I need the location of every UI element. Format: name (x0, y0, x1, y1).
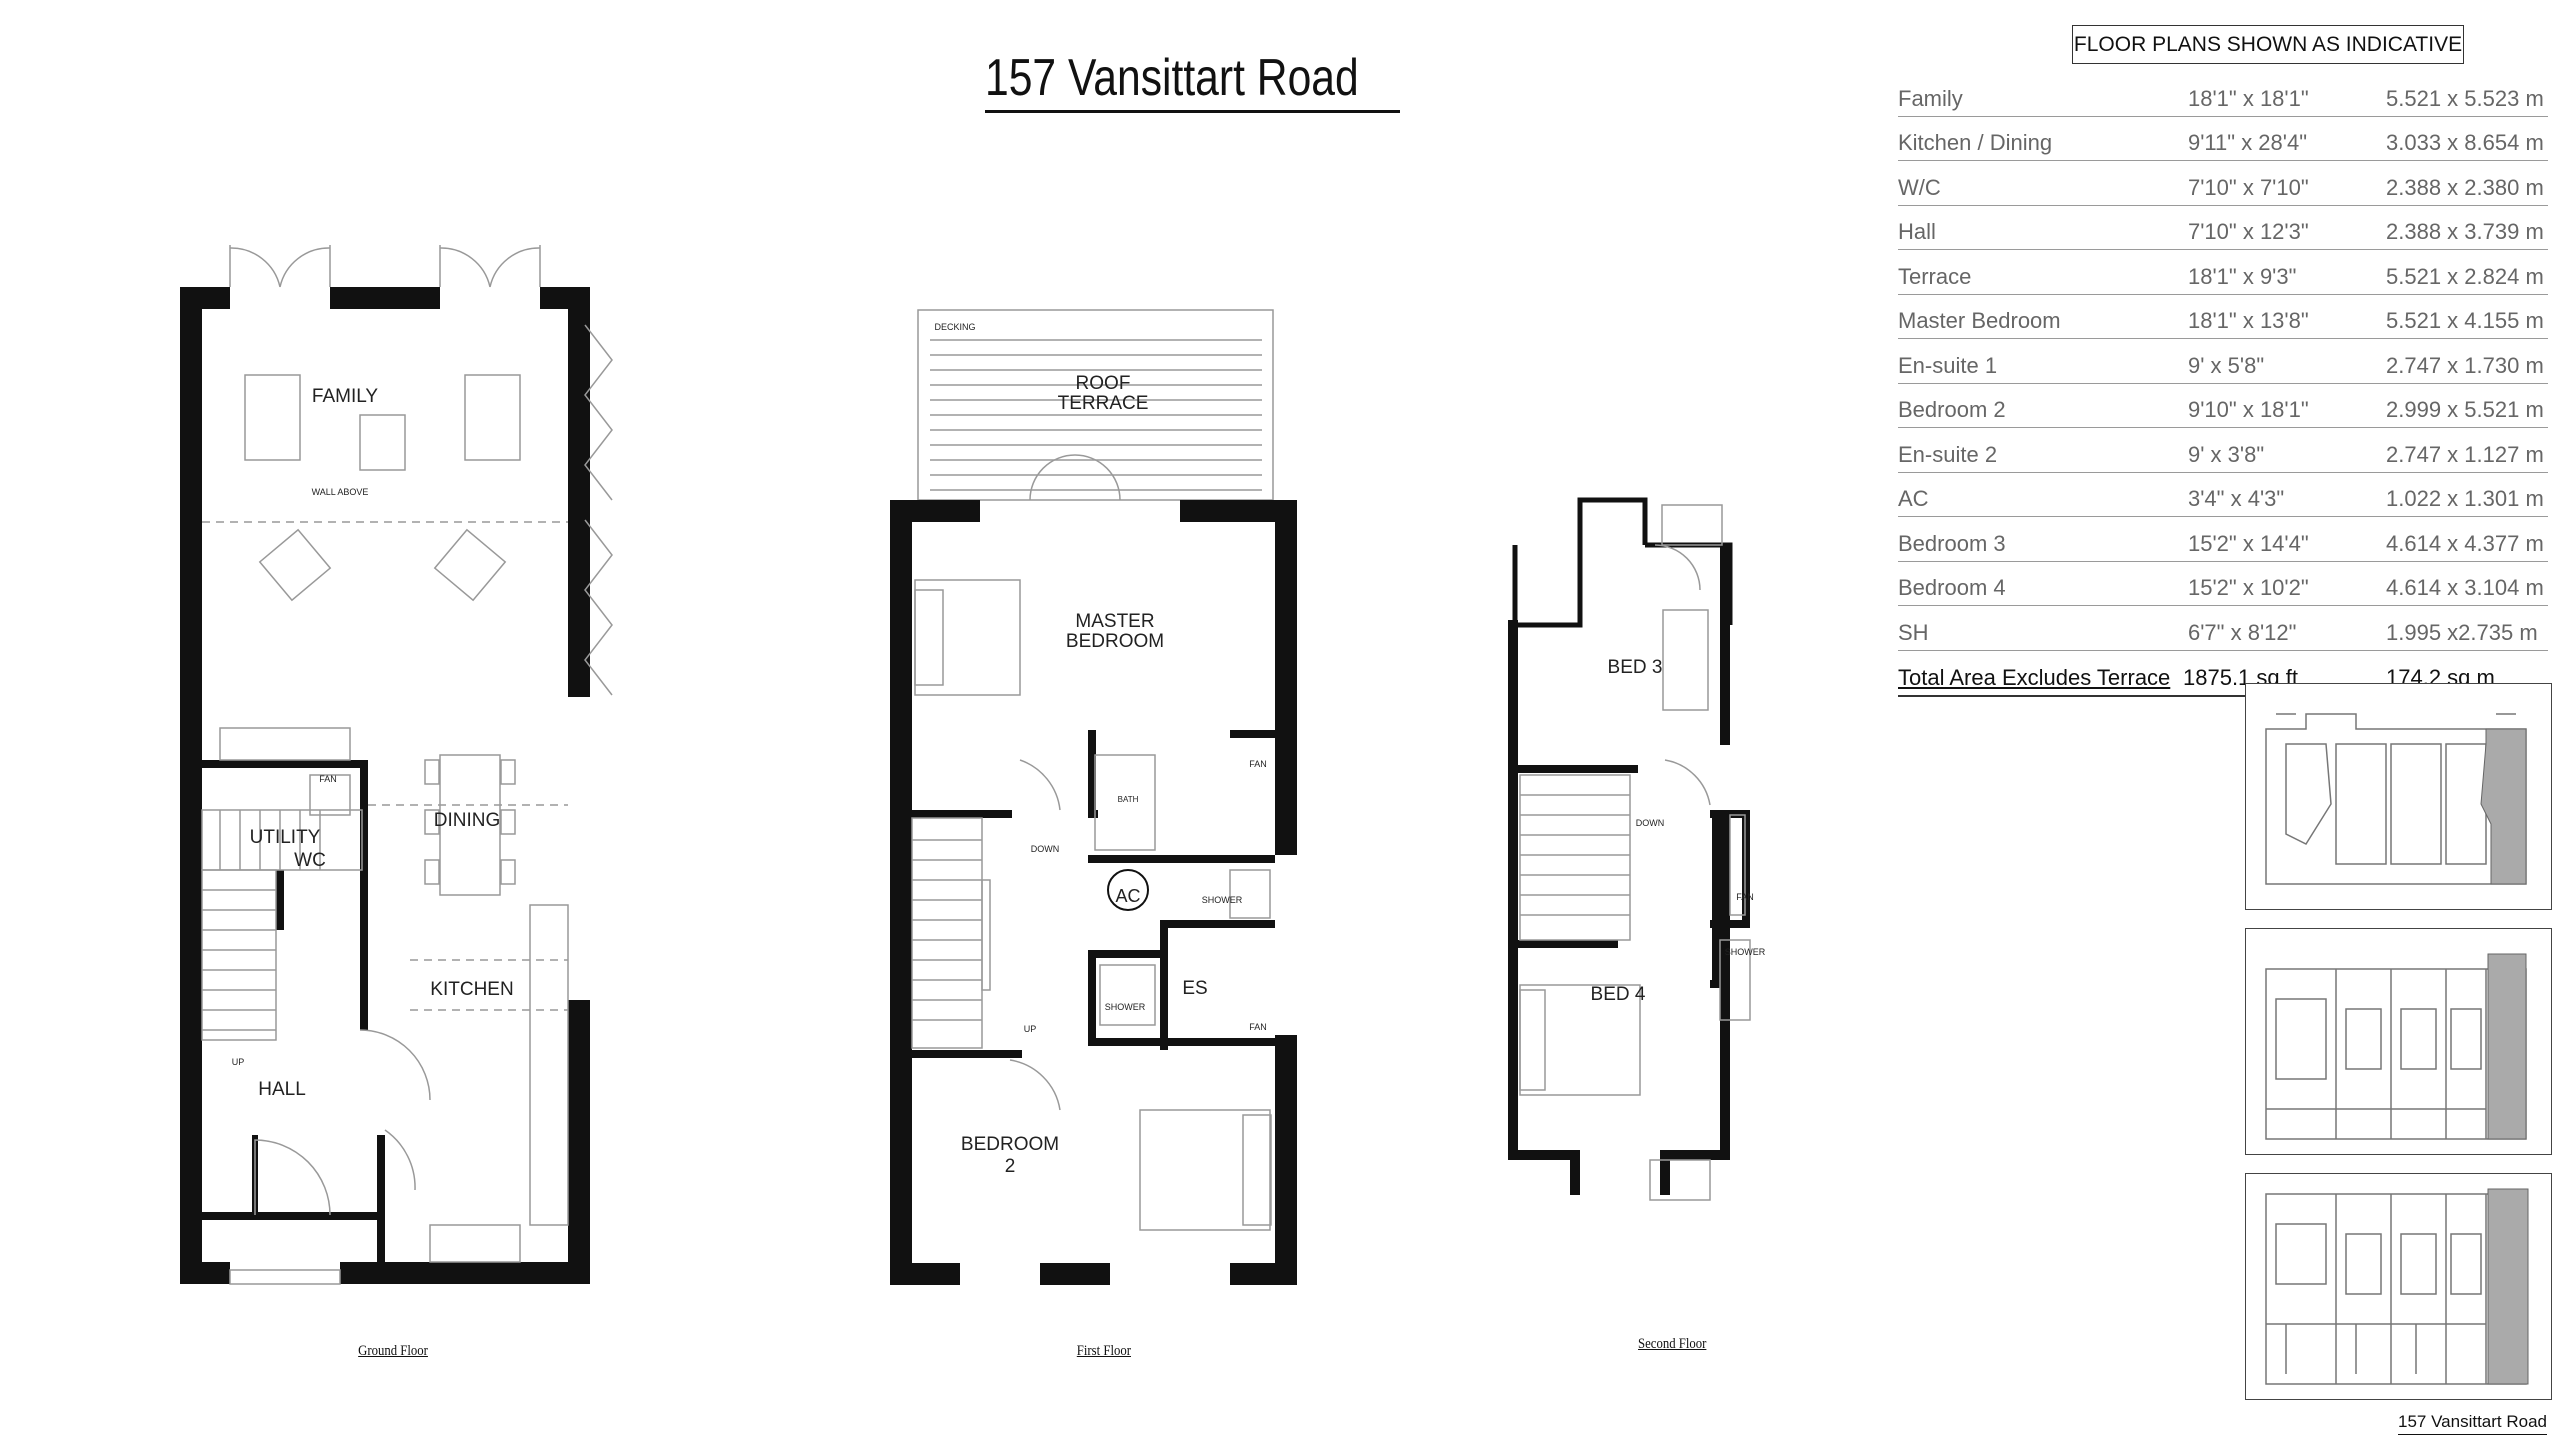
schedule-row: En-suite 2 9' x 3'8" 2.747 x 1.127 m (1898, 428, 2548, 473)
first-floor-label: First Floor (1076, 1343, 1131, 1359)
room-label: BATH (1118, 795, 1139, 804)
room-imperial: 3'4" x 4'3" (2188, 486, 2285, 511)
room-imperial: 15'2" x 14'4" (2188, 530, 2309, 556)
room-name: Family (1898, 85, 1963, 111)
schedule-row: W/C 7'10" x 7'10" 2.388 x 2.380 m (1898, 161, 2548, 206)
room-label: BEDROOM (961, 1134, 1059, 1155)
room-metric: 2.747 x 1.730 m (2386, 352, 2544, 378)
room-name: Bedroom 3 (1898, 530, 2006, 556)
room-label: FAMILY (312, 386, 378, 407)
thumbnail-caption: 157 Vansittart Road (2398, 1412, 2547, 1435)
room-imperial: 18'1" x 9'3" (2188, 263, 2297, 289)
schedule-row: Bedroom 4 15'2" x 10'2" 4.614 x 3.104 m (1898, 562, 2548, 606)
room-metric: 5.521 x 2.824 m (2386, 263, 2544, 289)
plan-note: UP (232, 1057, 245, 1067)
room-label: BED 3 (1608, 657, 1663, 678)
plan-note: DOWN (1031, 844, 1060, 854)
ground-floor-label: Ground Floor (358, 1343, 428, 1359)
page-title: 157 Vansittart Road (985, 49, 1359, 107)
room-name: Hall (1898, 219, 1936, 244)
room-name: En-suite 1 (1898, 352, 1998, 378)
room-label: BED 4 (1591, 984, 1646, 1005)
room-name: Kitchen / Dining (1898, 130, 2053, 155)
floor-plans: FAMILY DINING UTILITY WC KITCHEN HALL RO… (180, 245, 1766, 1285)
room-imperial: 15'2" x 10'2" (2188, 575, 2309, 600)
title-underline (985, 110, 1400, 113)
room-imperial: 6'7" x 8'12" (2188, 619, 2297, 645)
plan-note: FAN (1249, 759, 1267, 769)
room-metric: 2.747 x 1.127 m (2386, 441, 2544, 467)
indicative-notice: FLOOR PLANS SHOWN AS INDICATIVE (2072, 25, 2464, 64)
room-label: TERRACE (1058, 393, 1149, 414)
total-label: Total Area Excludes Terrace (1898, 664, 2171, 690)
room-label: UTILITY (250, 827, 321, 848)
plan-note: FAN (319, 774, 337, 784)
second-floor-plan (1508, 497, 1751, 1201)
room-name: Master Bedroom (1898, 308, 2061, 333)
site-plan-thumbnail (2245, 683, 2552, 910)
ground-floor-thumbnail (2245, 1173, 2552, 1400)
room-name: Bedroom 4 (1898, 575, 2006, 600)
plan-note: FAN (1736, 892, 1754, 902)
room-label: WC (294, 850, 326, 871)
room-label: 2 (1005, 1156, 1016, 1177)
room-name: W/C (1898, 174, 1941, 200)
first-floor-thumbnail (2245, 928, 2552, 1155)
room-label: KITCHEN (430, 979, 513, 1000)
room-metric: 1.995 x2.735 m (2386, 619, 2538, 645)
plan-note: DOWN (1636, 818, 1665, 828)
room-metric: 4.614 x 4.377 m (2386, 530, 2544, 556)
schedule-row: Hall 7'10" x 12'3" 2.388 x 3.739 m (1898, 206, 2548, 250)
first-floor-plan (890, 309, 1297, 1285)
room-name: Bedroom 2 (1898, 397, 2006, 422)
room-label: DINING (434, 810, 501, 831)
second-floor-label: Second Floor (1638, 1336, 1707, 1352)
room-metric: 3.033 x 8.654 m (2386, 130, 2544, 155)
room-imperial: 9'10" x 18'1" (2188, 397, 2309, 422)
room-metric: 2.388 x 3.739 m (2386, 219, 2544, 244)
room-imperial: 18'1" x 13'8" (2188, 308, 2309, 333)
schedule-row: Bedroom 3 15'2" x 14'4" 4.614 x 4.377 m (1898, 517, 2548, 562)
schedule-row: SH 6'7" x 8'12" 1.995 x2.735 m (1898, 606, 2548, 651)
plan-note: WALL ABOVE (312, 487, 369, 497)
room-schedule: Family 18'1" x 18'1" 5.521 x 5.523 m Kitch… (1898, 72, 2548, 697)
room-label: ES (1182, 978, 1207, 999)
room-metric: 5.521 x 4.155 m (2386, 308, 2544, 333)
schedule-row: Family 18'1" x 18'1" 5.521 x 5.523 m (1898, 72, 2548, 117)
room-metric: 5.521 x 5.523 m (2386, 85, 2544, 111)
plan-note: DECKING (934, 322, 975, 332)
room-metric: 4.614 x 3.104 m (2386, 575, 2544, 600)
room-label: HALL (258, 1079, 306, 1100)
ground-floor-plan (180, 245, 613, 1285)
room-name: Terrace (1898, 263, 1972, 289)
room-name: En-suite 2 (1898, 441, 1998, 467)
room-label: BEDROOM (1066, 631, 1164, 652)
schedule-row: En-suite 1 9' x 5'8" 2.747 x 1.730 m (1898, 339, 2548, 384)
room-label: AC (1115, 886, 1140, 906)
schedule-row: AC 3'4" x 4'3" 1.022 x 1.301 m (1898, 473, 2548, 517)
room-metric: 2.388 x 2.380 m (2386, 174, 2544, 200)
room-imperial: 9'11" x 28'4" (2188, 130, 2308, 155)
plan-note: FAN (1249, 1022, 1267, 1032)
room-metric: 1.022 x 1.301 m (2386, 486, 2544, 511)
room-label: SHOWER (1202, 895, 1243, 905)
plan-note: UP (1024, 1024, 1037, 1034)
schedule-row: Bedroom 2 9'10" x 18'1" 2.999 x 5.521 m (1898, 384, 2548, 428)
room-metric: 2.999 x 5.521 m (2386, 397, 2544, 422)
room-name: AC (1898, 486, 1929, 511)
room-imperial: 7'10" x 12'3" (2188, 219, 2309, 244)
schedule-row: Kitchen / Dining 9'11" x 28'4" 3.033 x 8.6… (1898, 117, 2548, 161)
plan-note: SHOWER (1725, 947, 1766, 957)
room-imperial: 9' x 5'8" (2188, 352, 2265, 378)
schedule-row: Master Bedroom 18'1" x 13'8" 5.521 x 4.155… (1898, 295, 2548, 339)
room-label: ROOF (1076, 373, 1131, 394)
room-imperial: 7'10" x 7'10" (2188, 174, 2309, 200)
room-imperial: 9' x 3'8" (2188, 441, 2265, 467)
schedule-row: Terrace 18'1" x 9'3" 5.521 x 2.824 m (1898, 250, 2548, 295)
room-name: SH (1898, 619, 1929, 645)
plan-note: SHOWER (1105, 1002, 1146, 1012)
room-imperial: 18'1" x 18'1" (2188, 85, 2309, 111)
room-label: MASTER (1075, 611, 1154, 632)
